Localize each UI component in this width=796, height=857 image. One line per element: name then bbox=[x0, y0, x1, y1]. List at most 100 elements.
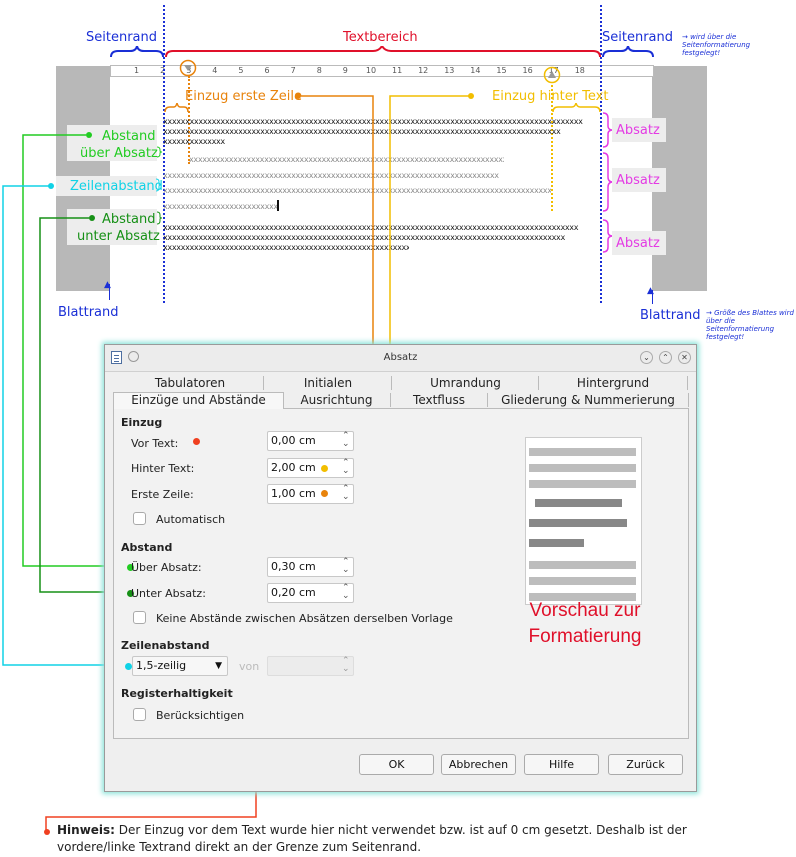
abbrechen-button[interactable]: Abbrechen bbox=[441, 754, 516, 775]
ruler-number: 8 bbox=[316, 66, 322, 75]
ruler-number: 13 bbox=[444, 66, 455, 75]
tab-umrandung[interactable]: Umrandung bbox=[391, 376, 539, 390]
text-cursor bbox=[277, 200, 279, 211]
ruler-number: 1 bbox=[134, 66, 140, 75]
hilfe-button[interactable]: Hilfe bbox=[524, 754, 599, 775]
document-icon bbox=[111, 351, 122, 364]
tab-gliederung[interactable]: Gliederung & Nummerierung bbox=[488, 393, 689, 407]
absatz3-box bbox=[612, 231, 666, 255]
vor-text-label: Vor Text: bbox=[131, 437, 179, 450]
zeilenabstand-dot bbox=[48, 183, 54, 189]
abstand-unter-dot bbox=[89, 215, 95, 221]
tab-textfluss[interactable]: Textfluss bbox=[391, 393, 488, 407]
zeilenabstand-select[interactable]: 1,5-zeilig ▼ bbox=[132, 656, 228, 676]
para3-line1: xxxxxxxxxxxxxxxxxxxxxxxxxxxxxxxxxxxxxxxx… bbox=[163, 224, 579, 231]
automatisch-checkbox[interactable] bbox=[133, 512, 146, 525]
preview-caption-line1: Vorschau zur bbox=[529, 600, 641, 621]
ruler-number: 16 bbox=[522, 66, 533, 75]
von-label: von bbox=[239, 660, 260, 673]
ueber-absatz-spinner[interactable]: ⌃⌄ bbox=[342, 557, 350, 575]
chevron-down-icon: ▼ bbox=[215, 661, 222, 671]
abstand-unter-box bbox=[67, 209, 157, 245]
blattrand-note: → Größe des Blattes wird über die Seiten… bbox=[706, 309, 794, 341]
ruler-number: 10 bbox=[365, 66, 377, 75]
tab-row2-bg bbox=[113, 391, 689, 409]
dialog-titlebar: Absatz ⌄ ⌃ ✕ bbox=[105, 345, 696, 372]
ruler-number: 18 bbox=[574, 66, 585, 75]
abstand-ueber-label-1: Abstand bbox=[102, 129, 156, 144]
vor-text-spinner[interactable]: ⌃⌄ bbox=[342, 431, 350, 449]
para3-line3: xxxxxxxxxxxxxxxxxxxxxxxxxxxxxxxxxxxxxxxx… bbox=[163, 244, 409, 251]
seitenrand-left-label: Seitenrand bbox=[86, 30, 157, 45]
hinweis-bold: Hinweis: bbox=[57, 823, 115, 837]
para2-line1: xxxxxxxxxxxxxxxxxxxxxxxxxxxxxxxxxxxxxxxx… bbox=[189, 156, 504, 163]
zeilenabstand-label: Zeilenabstand bbox=[70, 179, 163, 194]
hinter-text-spinner[interactable]: ⌃⌄ bbox=[342, 458, 350, 476]
hinweis-dot bbox=[44, 829, 50, 835]
abstand-ueber-label-2: über Absatz bbox=[80, 146, 158, 161]
para1-line2: xxxxxxxxxxxxxxxxxxxxxxxxxxxxxxxxxxxxxxxx… bbox=[163, 128, 561, 135]
abstand-unter-brace bbox=[156, 211, 162, 225]
ruler-number: 11 bbox=[392, 66, 403, 75]
ruler-number: 17 bbox=[548, 66, 559, 75]
zeilenabstand-box bbox=[56, 176, 157, 196]
ruler-number: 7 bbox=[290, 66, 296, 75]
unter-absatz-spinner[interactable]: ⌃⌄ bbox=[342, 583, 350, 601]
einzug-heading: Einzug bbox=[121, 416, 163, 429]
hinweis-line1: Hinweis: Der Einzug vor dem Text wurde h… bbox=[57, 823, 687, 837]
right-indent-guide bbox=[551, 85, 553, 211]
abstand-unter-label-2: unter Absatz bbox=[77, 229, 160, 244]
ruler-number: 6 bbox=[264, 66, 270, 75]
beruecksichtigen-label: Berücksichtigen bbox=[156, 709, 245, 722]
page-sheet bbox=[110, 66, 652, 291]
beruecksichtigen-checkbox[interactable] bbox=[133, 708, 146, 721]
tab-ausrichtung[interactable]: Ausrichtung bbox=[283, 393, 391, 407]
ok-button[interactable]: OK bbox=[359, 754, 434, 775]
left-margin-line bbox=[163, 5, 165, 303]
zurueck-button[interactable]: Zurück bbox=[608, 754, 683, 775]
para2-line2: xxxxxxxxxxxxxxxxxxxxxxxxxxxxxxxxxxxxxxxx… bbox=[163, 172, 499, 179]
von-spinner[interactable]: ⌃⌄ bbox=[342, 656, 350, 674]
pin-icon[interactable] bbox=[128, 351, 139, 362]
abstand-ueber-brace bbox=[156, 146, 162, 158]
ruler-number: 9 bbox=[342, 66, 348, 75]
blattrand-left-label: Blattrand bbox=[58, 305, 119, 320]
unter-absatz-label: Unter Absatz: bbox=[131, 587, 206, 600]
zeilenabstand-select-dot bbox=[125, 663, 132, 670]
tab-tabulatoren[interactable]: Tabulatoren bbox=[154, 376, 226, 390]
ueber-absatz-field[interactable]: 0,30 cm bbox=[267, 557, 354, 577]
erste-zeile-field[interactable]: 1,00 cm bbox=[267, 484, 354, 504]
tab-initialen[interactable]: Initialen bbox=[263, 376, 392, 390]
ruler-number: 12 bbox=[418, 66, 429, 75]
textbereich-brace bbox=[165, 46, 601, 58]
close-icon[interactable]: ✕ bbox=[678, 351, 691, 364]
absatz3-label: Absatz bbox=[616, 236, 660, 251]
automatisch-label: Automatisch bbox=[156, 513, 226, 526]
maximize-icon[interactable]: ⌃ bbox=[659, 351, 672, 364]
zeilenabstand-selected: 1,5-zeilig bbox=[136, 659, 187, 672]
blattrand-right-label: Blattrand bbox=[640, 308, 701, 323]
tab-einzuege-und-abstaende[interactable]: Einzüge und Abstände bbox=[113, 392, 284, 411]
vor-text-field[interactable]: 0,00 cm bbox=[267, 431, 354, 451]
first-line-indent-brace bbox=[164, 103, 189, 113]
von-field[interactable] bbox=[267, 656, 354, 676]
unter-absatz-field[interactable]: 0,20 cm bbox=[267, 583, 354, 603]
formatting-preview bbox=[525, 437, 642, 605]
ruler-number: 2 bbox=[160, 66, 166, 75]
minimize-icon[interactable]: ⌄ bbox=[640, 351, 653, 364]
abstand-heading: Abstand bbox=[121, 541, 173, 554]
first-line-indent-guide bbox=[188, 76, 190, 164]
hinter-text-field[interactable]: 2,00 cm bbox=[267, 458, 354, 478]
tab-hintergrund[interactable]: Hintergrund bbox=[538, 376, 688, 390]
abstand-unter-label-1: Abstand bbox=[102, 212, 156, 227]
abstand-ueber-box bbox=[67, 125, 157, 161]
einzug-erste-zeile-label: Einzug erste Zeile bbox=[185, 89, 302, 104]
preview-caption-line2: Formatierung bbox=[528, 626, 642, 647]
right-indent-brace bbox=[552, 103, 601, 113]
registerhaltigkeit-heading: Registerhaltigkeit bbox=[121, 687, 233, 700]
keine-abstaende-checkbox[interactable] bbox=[133, 611, 146, 624]
erste-zeile-spinner[interactable]: ⌃⌄ bbox=[342, 484, 350, 502]
absatz2-label: Absatz bbox=[616, 173, 660, 188]
einzug-hinter-text-label: Einzug hinter Text bbox=[492, 89, 609, 104]
